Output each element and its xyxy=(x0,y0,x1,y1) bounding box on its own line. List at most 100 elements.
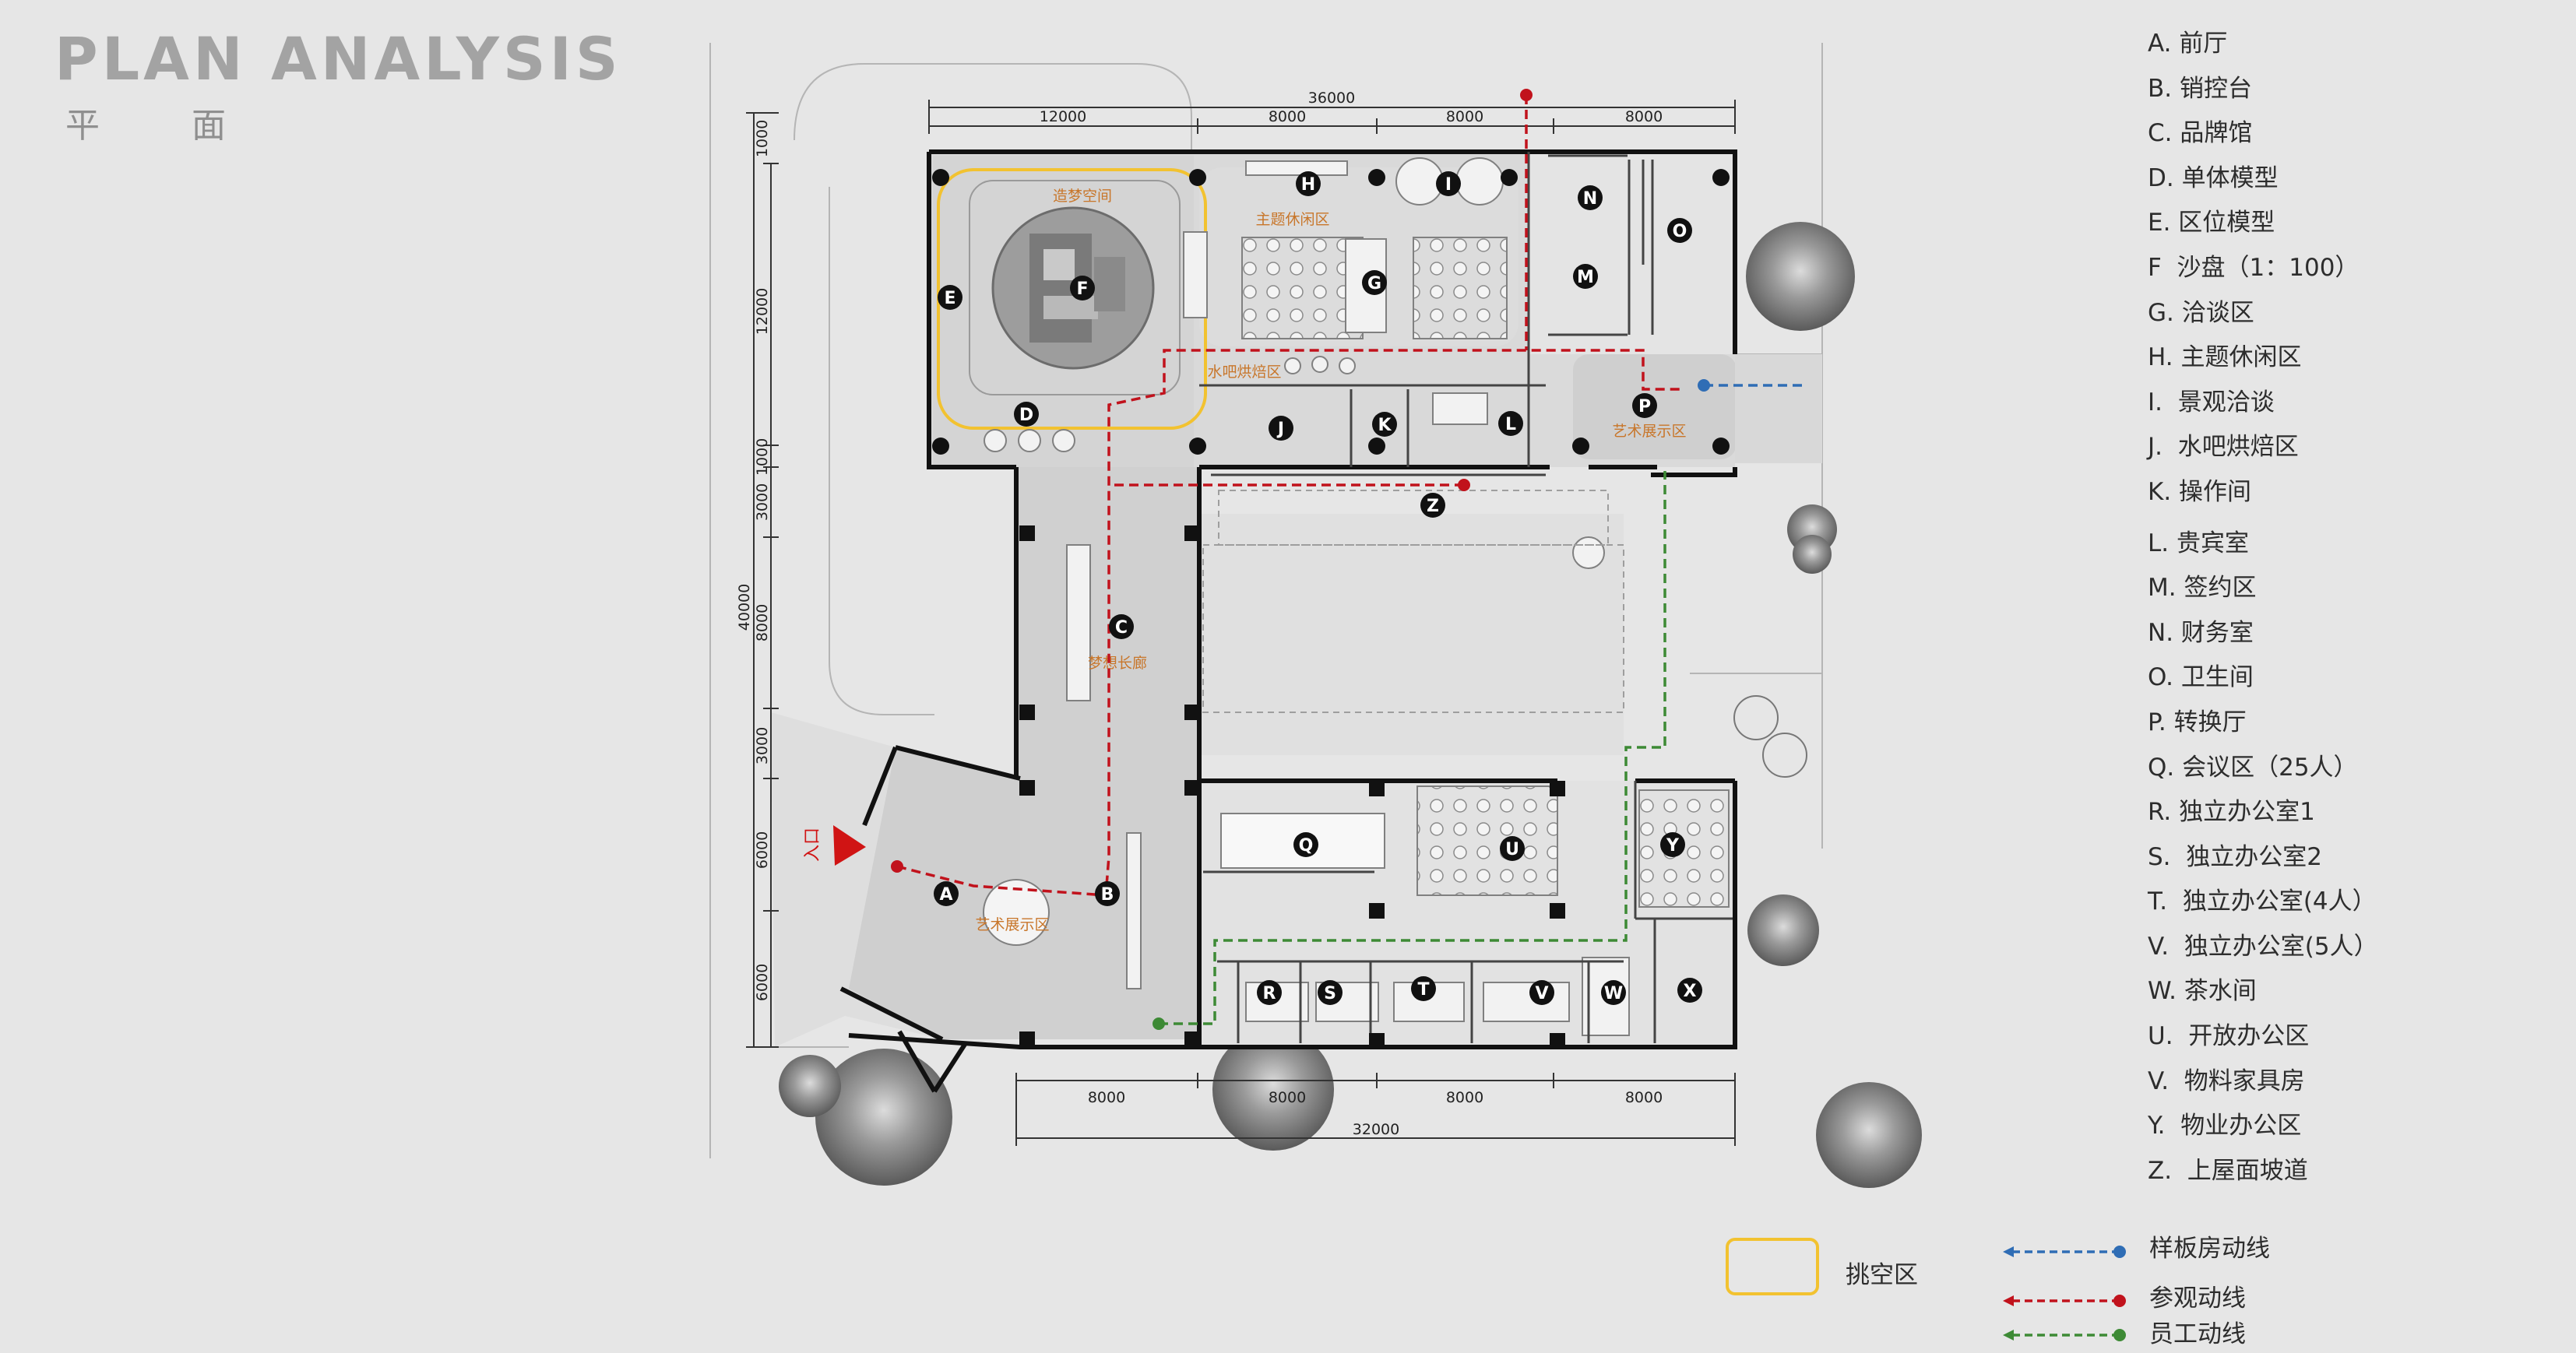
marker-t: T xyxy=(1411,976,1436,1001)
title-block: PLAN ANALYSIS 平面 xyxy=(55,30,622,143)
tree-11 xyxy=(1733,695,1779,740)
marker-j: J xyxy=(1269,416,1293,441)
legend-item: H. 主题休闲区 xyxy=(2148,343,2302,372)
legend-item: M. 签约区 xyxy=(2148,574,2257,603)
marker-y: Y xyxy=(1660,832,1685,857)
dim-left-seg-2: 12000 xyxy=(754,288,771,335)
marker-letter: X xyxy=(1684,982,1697,1001)
entrance-marker: 入口 xyxy=(803,825,866,866)
dim-bottom-seg-4: 8000 xyxy=(1625,1089,1663,1106)
marker-p: P xyxy=(1632,393,1657,418)
legend-item: F 沙盘（1：100） xyxy=(2148,253,2360,282)
legend-item: R. 独立办公室1 xyxy=(2148,798,2315,827)
marker-f: F xyxy=(1070,276,1095,300)
marker-letter: O xyxy=(1673,222,1687,241)
marker-a: A xyxy=(934,881,959,906)
marker-b: B xyxy=(1095,881,1120,906)
zone-outlines xyxy=(1202,490,1624,713)
marker-letter: S xyxy=(1324,984,1336,1003)
marker-v: V xyxy=(1529,980,1554,1005)
dim-left-seg-6: 3000 xyxy=(754,727,771,764)
dim-top-seg-2: 8000 xyxy=(1269,108,1306,125)
dim-bottom-total: 32000 xyxy=(1353,1121,1399,1138)
route-visitor-label: 参观动线 xyxy=(2149,1284,2246,1313)
legend-item: V. 物料家具房 xyxy=(2148,1067,2305,1095)
legend-item: D. 单体模型 xyxy=(2148,163,2279,192)
void-key-swatch xyxy=(1726,1238,1819,1295)
dim-left-seg-8: 6000 xyxy=(754,964,771,1001)
marker-letter: Z xyxy=(1427,497,1439,516)
route-key-line-visitor xyxy=(2003,1295,2126,1307)
zone-art-display-entry: 艺术展示区 xyxy=(975,916,1049,933)
marker-g: G xyxy=(1362,270,1387,295)
legend-item: I. 景观洽谈 xyxy=(2148,388,2275,416)
dim-left-total: 40000 xyxy=(736,584,753,631)
columns xyxy=(932,169,1730,1049)
marker-l: L xyxy=(1498,411,1523,436)
route-model-dot xyxy=(1698,379,1710,392)
legend-item: Q. 会议区（25人） xyxy=(2148,753,2358,782)
route-key-lines xyxy=(2003,1246,2126,1341)
dim-top-seg-3: 8000 xyxy=(1446,108,1483,125)
route-key-line-model xyxy=(2003,1246,2126,1258)
marker-w: W xyxy=(1601,980,1626,1005)
tree-7 xyxy=(1816,1082,1922,1188)
marker-z: Z xyxy=(1420,493,1445,518)
legend-item: L. 贵宾室 xyxy=(2148,529,2249,557)
entrance-label: 入口 xyxy=(803,828,822,862)
page-subtitle: 平面 xyxy=(65,106,318,146)
dim-top-total: 36000 xyxy=(1308,90,1355,107)
marker-e: E xyxy=(938,285,962,310)
dim-left-seg-3: 1000 xyxy=(754,438,771,476)
marker-letter: F xyxy=(1076,279,1088,299)
marker-letter: W xyxy=(1604,984,1623,1003)
zone-labels: 造梦空间 主题休闲区 水吧烘焙区 艺术展示区 梦想长廊 艺术展示区 xyxy=(975,188,1686,933)
marker-letter: U xyxy=(1505,840,1519,859)
marker-d: D xyxy=(1014,402,1039,427)
tree-6 xyxy=(1747,894,1819,966)
zone-dream-corridor: 梦想长廊 xyxy=(1088,655,1147,672)
marker-letter: D xyxy=(1019,406,1033,425)
marker-letter: V xyxy=(1535,984,1548,1003)
dim-left-seg-5: 8000 xyxy=(754,604,771,641)
tree-5 xyxy=(1793,535,1832,574)
marker-letter: N xyxy=(1583,189,1597,209)
zone-water-bar: 水吧烘焙区 xyxy=(1207,364,1281,381)
dimension-lines xyxy=(746,100,1736,1146)
tree-8 xyxy=(815,1049,952,1186)
dim-top-seg-1: 12000 xyxy=(1040,108,1086,125)
zone-art-display-east: 艺术展示区 xyxy=(1612,423,1686,440)
marker-letter: C xyxy=(1115,618,1128,638)
legend-item: N. 财务室 xyxy=(2148,618,2254,647)
void-key-label: 挑空区 xyxy=(1846,1261,1918,1289)
marker-q: Q xyxy=(1293,832,1318,857)
dim-left-seg-7: 6000 xyxy=(754,831,771,869)
marker-letter: K xyxy=(1378,416,1392,435)
marker-letter: Y xyxy=(1666,836,1680,856)
marker-letter: Q xyxy=(1299,836,1314,856)
legend-item: A. 前厅 xyxy=(2148,30,2228,58)
marker-r: R xyxy=(1257,980,1282,1005)
route-staff-label: 员工动线 xyxy=(2149,1320,2246,1348)
legend-item: U. 开放办公区 xyxy=(2148,1022,2310,1051)
marker-c: C xyxy=(1109,614,1134,639)
legend-item: G. 洽谈区 xyxy=(2148,298,2254,327)
marker-letter: R xyxy=(1263,984,1276,1003)
route-staff xyxy=(1159,471,1666,1025)
tree-9 xyxy=(779,1055,841,1117)
legend-item: V. 独立办公室(5人） xyxy=(2148,932,2378,961)
dimension-texts: 36000 12000 8000 8000 8000 8000 8000 800… xyxy=(1040,90,1663,1138)
tree-12 xyxy=(1762,733,1807,778)
dim-top-seg-4: 8000 xyxy=(1625,108,1663,125)
marker-letter: T xyxy=(1417,980,1429,1000)
route-staff-dot xyxy=(1153,1017,1165,1030)
marker-letter: E xyxy=(944,289,955,308)
route-key-line-staff xyxy=(2003,1329,2126,1341)
route-visitor-dots xyxy=(891,89,1533,873)
marker-n: N xyxy=(1578,185,1603,210)
zone-dream-space: 造梦空间 xyxy=(1053,188,1112,205)
tree-10 xyxy=(1212,1029,1334,1151)
